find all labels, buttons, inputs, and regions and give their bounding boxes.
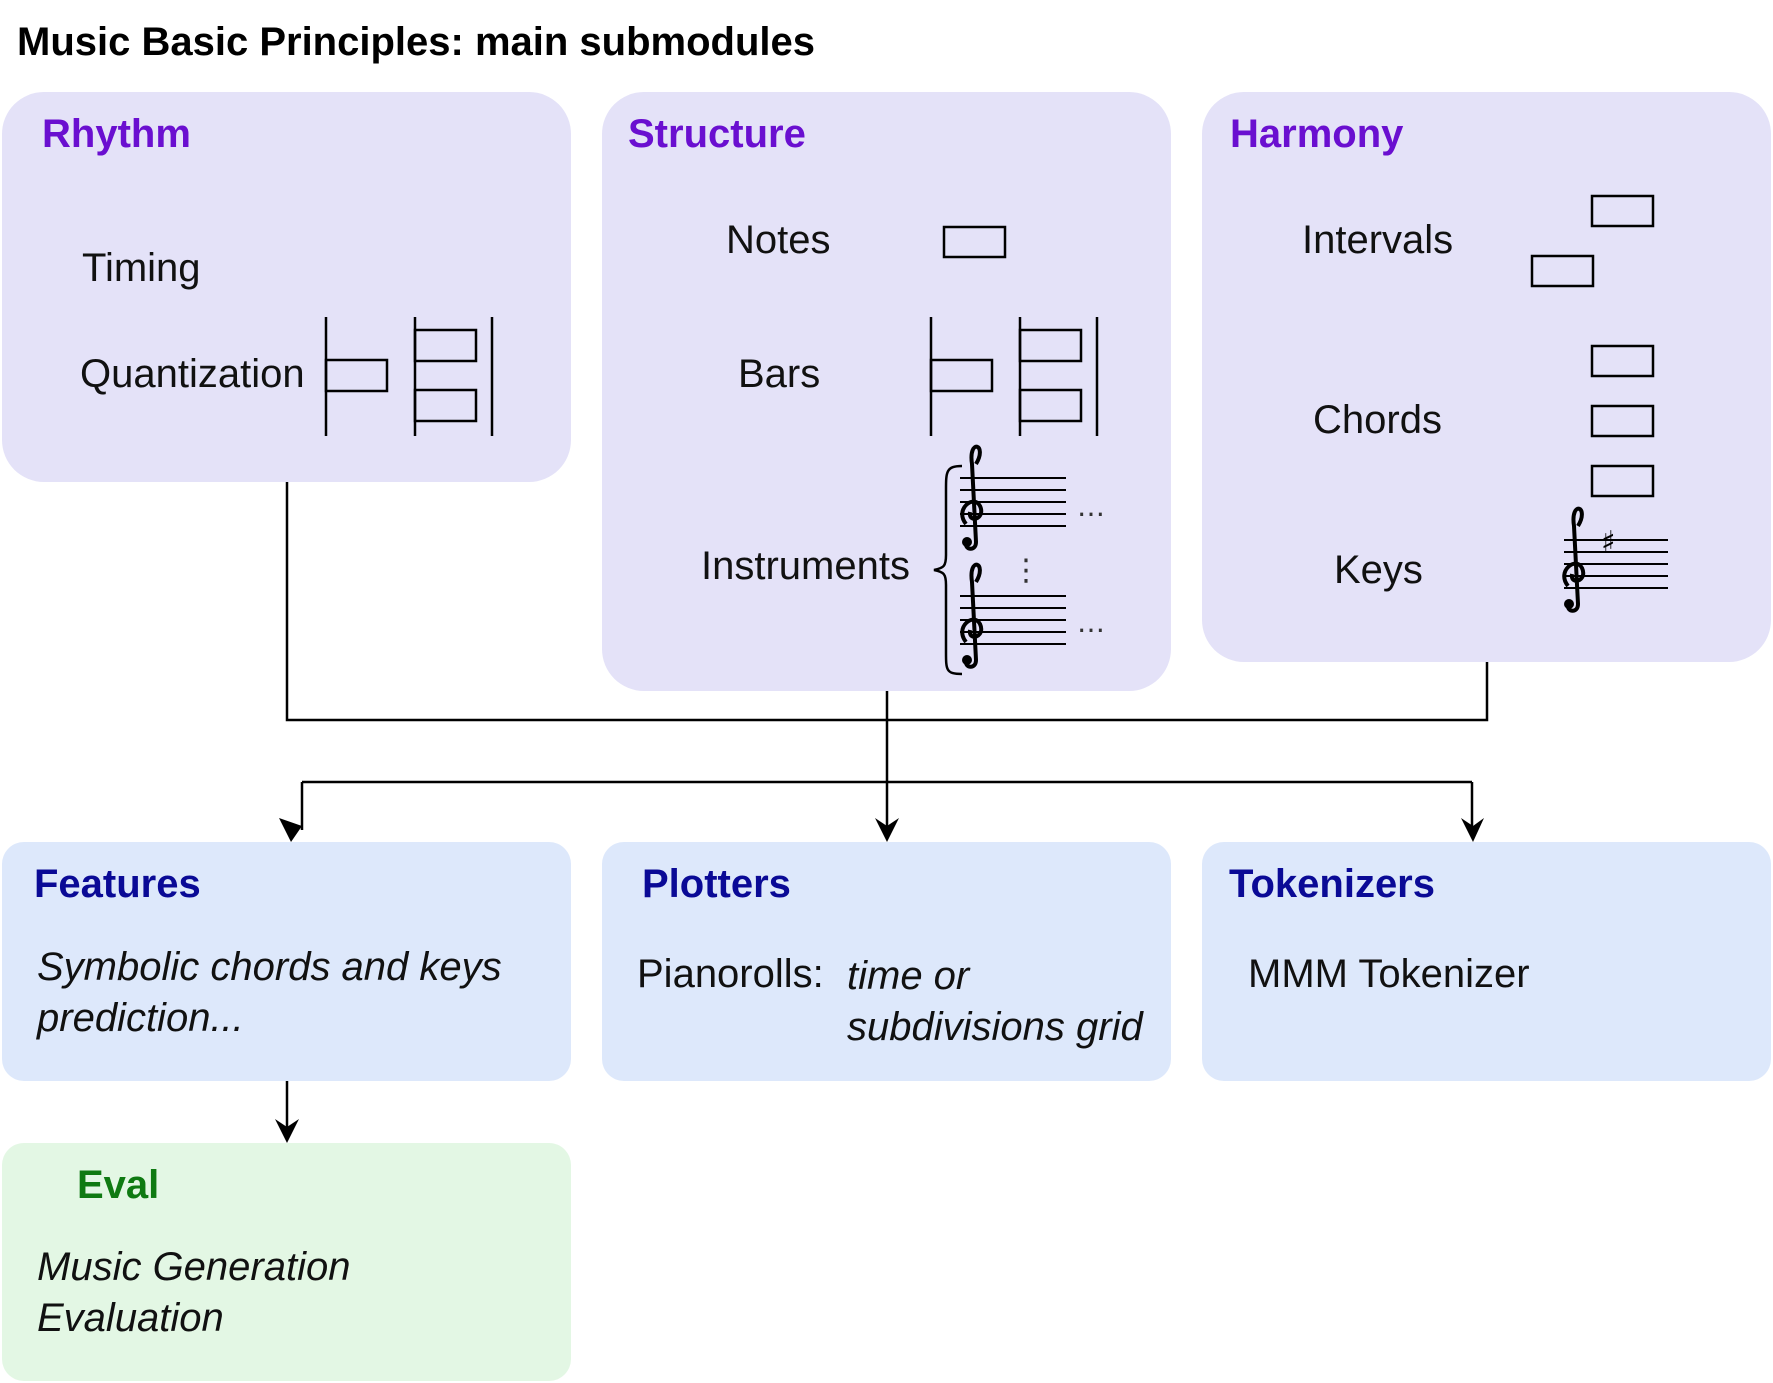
arrow-to-plotters bbox=[875, 818, 899, 842]
harmony-interval-icon bbox=[1530, 194, 1655, 288]
structure-item-notes: Notes bbox=[726, 218, 831, 262]
structure-item-bars: Bars bbox=[738, 352, 821, 396]
rhythm-module: Rhythm Timing Quantization bbox=[2, 92, 571, 482]
plotters-description: time or subdivisions grid bbox=[847, 951, 1143, 1053]
eval-description-line: Evaluation bbox=[37, 1296, 224, 1340]
connector-lines bbox=[285, 482, 1489, 1132]
rhythm-title: Rhythm bbox=[42, 112, 191, 156]
harmony-title: Harmony bbox=[1230, 112, 1404, 156]
vertical-ellipsis-icon: ⋮ bbox=[1011, 553, 1041, 588]
ellipsis-icon: … bbox=[1077, 606, 1105, 639]
structure-item-instruments: Instruments bbox=[701, 544, 910, 588]
features-description-line: prediction... bbox=[37, 996, 244, 1040]
structure-note-icon bbox=[942, 225, 1007, 259]
brace-icon bbox=[933, 464, 963, 676]
page-title: Music Basic Principles: main submodules bbox=[17, 20, 816, 64]
tokenizers-module: Tokenizers MMM Tokenizer bbox=[1202, 842, 1771, 1081]
tokenizers-label: MMM Tokenizer bbox=[1248, 952, 1530, 996]
plotters-module: Plotters Pianorolls: time or subdivision… bbox=[602, 842, 1171, 1081]
harmony-item-chords: Chords bbox=[1313, 398, 1442, 442]
rhythm-item-timing: Timing bbox=[82, 246, 201, 290]
harmony-item-keys: Keys bbox=[1334, 548, 1423, 592]
features-description-line: Symbolic chords and keys bbox=[37, 945, 502, 989]
plotters-title: Plotters bbox=[642, 862, 791, 906]
rhythm-quantization-bar-icon bbox=[324, 317, 494, 436]
sharp-icon: ♯ bbox=[1601, 525, 1616, 560]
harmony-key-signature-icon: ♯ bbox=[1562, 506, 1668, 613]
rhythm-item-quantization: Quantization bbox=[80, 352, 305, 396]
treble-clef-icon bbox=[1562, 506, 1586, 613]
harmony-module: Harmony Intervals Chords Keys bbox=[1202, 92, 1771, 662]
structure-bar-icon bbox=[929, 317, 1099, 436]
arrowheads bbox=[275, 818, 1484, 1143]
eval-description-line: Music Generation bbox=[37, 1245, 351, 1289]
harmony-chord-icon bbox=[1590, 344, 1655, 498]
tokenizers-title: Tokenizers bbox=[1229, 862, 1435, 906]
arrow-to-eval bbox=[275, 1119, 299, 1143]
plotters-description-line: time or bbox=[847, 954, 970, 998]
features-description: Symbolic chords and keys prediction... bbox=[37, 942, 502, 1044]
plotters-description-line: subdivisions grid bbox=[847, 1005, 1143, 1049]
ellipsis-icon: … bbox=[1077, 490, 1105, 523]
structure-title: Structure bbox=[628, 112, 806, 156]
eval-description: Music Generation Evaluation bbox=[37, 1242, 350, 1344]
structure-instruments-icon: … … ⋮ bbox=[933, 444, 1105, 676]
features-module: Features Symbolic chords and keys predic… bbox=[2, 842, 571, 1081]
treble-clef-icon bbox=[960, 562, 984, 669]
arrow-to-features bbox=[279, 818, 302, 842]
structure-module: Structure Notes Bars Instruments bbox=[602, 92, 1171, 691]
plotters-label: Pianorolls: bbox=[637, 952, 824, 996]
features-title: Features bbox=[34, 862, 201, 906]
harmony-item-intervals: Intervals bbox=[1302, 218, 1454, 262]
arrow-to-tokenizers bbox=[1461, 818, 1484, 842]
eval-module: Eval Music Generation Evaluation bbox=[2, 1143, 571, 1381]
treble-clef-icon bbox=[960, 444, 984, 551]
eval-title: Eval bbox=[77, 1163, 160, 1207]
